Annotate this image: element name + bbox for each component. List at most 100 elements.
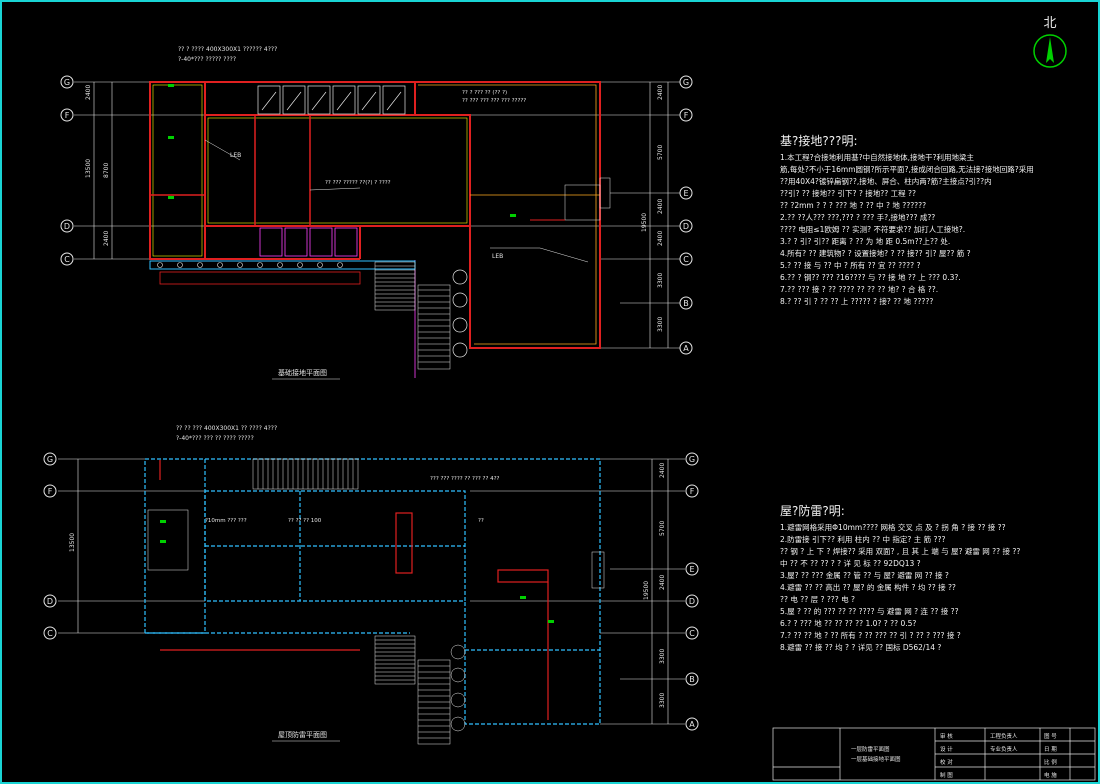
axis-label: E bbox=[689, 565, 694, 574]
axis-label: C bbox=[683, 255, 689, 264]
north-arrow-icon bbox=[1033, 34, 1067, 68]
note-line: 筋,每处?不小于16mm圆钢?所示平面?,接成闭合回路,无法接?接地回路?采用 bbox=[780, 165, 1034, 174]
tb-cell: 比 例 bbox=[1044, 758, 1057, 766]
notes-roof: 屋?防雷?明: 1.避雷网格采用Φ10mm???? 网格 交叉 点 及 ? 拐 … bbox=[780, 502, 1020, 654]
plan-note: ?? bbox=[478, 518, 484, 524]
note-line: 7.?? ??? 接 ? ?? ???? ?? ?? ?? 地? ? 合 格 ?… bbox=[780, 285, 939, 294]
axis-label: C bbox=[47, 629, 53, 638]
note-line: ??引? ?? 接地?? 引下? ? 接地?? 工程 ?? bbox=[780, 189, 916, 198]
plan-note: ?? ? ???? 400X300X1 ?????? 4??? bbox=[178, 46, 277, 53]
note-line: 6.? ? ??? 地 ?? ?? ?? ?? 1.0? ? ?? 0.5? bbox=[780, 619, 917, 628]
dim-label: 3300 bbox=[659, 649, 666, 664]
north-label: 北 bbox=[1043, 16, 1057, 31]
axis-label: F bbox=[684, 111, 689, 120]
tb-cell: 电 施 bbox=[1044, 771, 1057, 779]
note-line: ?? 电 ?? 层 ? ??? 电 ? bbox=[780, 595, 856, 604]
tb-cell: 校 对 bbox=[940, 758, 953, 766]
dim-label: 2400 bbox=[657, 199, 664, 214]
dim-label: 2400 bbox=[103, 231, 110, 246]
dim-label: 2400 bbox=[657, 231, 664, 246]
note-line: 8.避雷 ?? 接 ?? 均 ? ? 详见 ?? 国标 D562/14 ? bbox=[780, 643, 942, 652]
tb-cell: 工程负责人 bbox=[990, 732, 1018, 740]
plan-top: G F D C 2400 13500 8700 2400 bbox=[60, 46, 693, 380]
drawing-name: 一层基础接地平面图 bbox=[851, 755, 901, 763]
axis-bubbles-left-bottom: G F D C bbox=[43, 452, 57, 640]
tb-cell: 日 期 bbox=[1044, 746, 1057, 753]
axis-label: C bbox=[64, 255, 70, 264]
plan-note: ?-40*??? ????? ???? bbox=[178, 56, 236, 63]
plan-note: ?? ??? ????? ??(?) ? ???? bbox=[325, 180, 391, 186]
plan-note: ?-40*??? ??? ?? ???? ????? bbox=[176, 435, 254, 442]
notes-grounding: 基?接地???明: 1.本工程?合接地利用基?中自然接地体,接地干?利用地梁主筋… bbox=[780, 132, 1034, 308]
axis-label: A bbox=[689, 720, 695, 729]
dim-label: 8700 bbox=[103, 163, 110, 178]
note-line: ???? 电阻≤1欧姆 ?? 实测? 不符要求?? 加打人工接地?. bbox=[780, 225, 966, 234]
dim-label: 19500 bbox=[641, 213, 648, 232]
axis-label: C bbox=[689, 629, 695, 638]
dim-label: 2400 bbox=[659, 463, 666, 478]
plan-title-bottom: 屋顶防雷平面图 bbox=[278, 730, 327, 739]
dim-label: 13500 bbox=[85, 159, 92, 178]
north-arrow: 北 bbox=[1030, 12, 1070, 75]
dim-label: 3300 bbox=[657, 317, 664, 332]
tb-cell: 设 计 bbox=[940, 745, 953, 753]
axis-label: G bbox=[47, 455, 53, 464]
note-line: ?? ?2mm ? ? ? ??? 地 ? ?? 中 ? 地 ?????? bbox=[780, 201, 927, 210]
axis-bubbles-left-top: G F D C bbox=[60, 75, 74, 266]
axis-label: D bbox=[683, 222, 689, 231]
drawing-name: 一层防雷平面图 bbox=[851, 745, 890, 753]
plan-title-top: 基础接地平面图 bbox=[278, 368, 327, 377]
axis-label: D bbox=[689, 597, 695, 606]
notes-roof-heading: 屋?防雷?明: bbox=[780, 504, 845, 518]
axis-label: D bbox=[47, 597, 53, 606]
note-line: 3.屋? ?? ??? 金属 ?? 管 ?? 与 屋? 避雷 网 ?? 接 ? bbox=[780, 571, 949, 580]
dim-label: 2400 bbox=[659, 575, 666, 590]
axis-label: B bbox=[683, 299, 689, 308]
plan-note: ??? ??? ???? ?? ??? ?? 4?? bbox=[430, 476, 500, 482]
dim-label: 5700 bbox=[659, 521, 666, 536]
axis-label: F bbox=[65, 111, 70, 120]
dim-label: 3300 bbox=[657, 273, 664, 288]
note-line: 6.?? ? 钢?? ??? ?16???? 与 ?? 接 地 ?? 上 ???… bbox=[780, 273, 961, 282]
axis-label: G bbox=[689, 455, 695, 464]
axis-label: A bbox=[683, 344, 689, 353]
note-line: 1.本工程?合接地利用基?中自然接地体,接地干?利用地梁主 bbox=[780, 153, 974, 162]
window-boxes-top bbox=[257, 85, 406, 115]
tb-cell: 制 图 bbox=[940, 771, 953, 779]
tb-cell: 图 号 bbox=[1044, 732, 1057, 740]
dim-label: 2400 bbox=[85, 85, 92, 100]
leb-label: LEB bbox=[230, 152, 241, 159]
note-line: 中 ?? 不 ?? ?? ? ? 详 见 标 ?? 92DQ13 ? bbox=[780, 559, 921, 568]
plan-bottom: G F D C 13500 G F E D bbox=[43, 425, 699, 745]
dim-label: 2400 bbox=[657, 85, 664, 100]
axis-label: F bbox=[48, 487, 53, 496]
axis-bubbles-right-bottom: G F E D C B A bbox=[685, 452, 699, 731]
dim-label: 13500 bbox=[69, 533, 76, 552]
dim-label: 19500 bbox=[643, 581, 650, 600]
title-block bbox=[772, 727, 1096, 781]
note-line: 2.防雷接 引下?? 利用 柱内 ?? 中 指定? 主 筋 ??? bbox=[780, 535, 946, 544]
axis-label: B bbox=[689, 675, 695, 684]
tb-cell: 专业负责人 bbox=[990, 745, 1018, 753]
note-line: 7.? ?? ?? 地 ? ?? 所有 ? ?? ??? ?? 引 ? ?? ?… bbox=[780, 631, 961, 640]
plan-note: ?? ??? ??? ??? ??? ????? bbox=[462, 98, 526, 104]
plan-note: ?? ?? ??? 400X300X1 ?? ???? 4??? bbox=[176, 425, 277, 432]
note-line: ??用40X4?镀锌扁钢??,接地、屏合、柱内两?筋?主接点?引??内 bbox=[780, 177, 992, 186]
leb-label: LEB bbox=[492, 253, 503, 260]
note-line: 1.避雷网格采用Φ10mm???? 网格 交叉 点 及 ? 拐 角 ? 接 ??… bbox=[780, 523, 1006, 532]
note-line: ?? 钢 ? 上 下 ? 焊接?? 采用 双面? , 且 其 上 端 与 屋? … bbox=[780, 547, 1021, 556]
axis-label: G bbox=[64, 78, 70, 87]
axis-label: D bbox=[64, 222, 70, 231]
tb-cell: 审 核 bbox=[940, 732, 953, 740]
plan-note: ?10mm ??? ??? bbox=[205, 518, 247, 524]
note-line: 5.? ?? 接 与 ?? 中 ? 所有 ?? 宜 ?? ???? ? bbox=[780, 261, 921, 270]
axis-label: E bbox=[683, 189, 688, 198]
stairs-top bbox=[374, 261, 451, 370]
lightning-net bbox=[144, 458, 601, 725]
walls-top bbox=[149, 81, 601, 349]
note-line: 3.? ? 引? 引?? 距离 ? ?? 为 地 距 0.5m??上?? 处. bbox=[780, 237, 951, 246]
dim-label: 3300 bbox=[659, 693, 666, 708]
note-line: 5.屋 ? ?? 的 ??? ?? ?? ???? 与 避雷 网 ? 连 ?? … bbox=[780, 607, 959, 616]
